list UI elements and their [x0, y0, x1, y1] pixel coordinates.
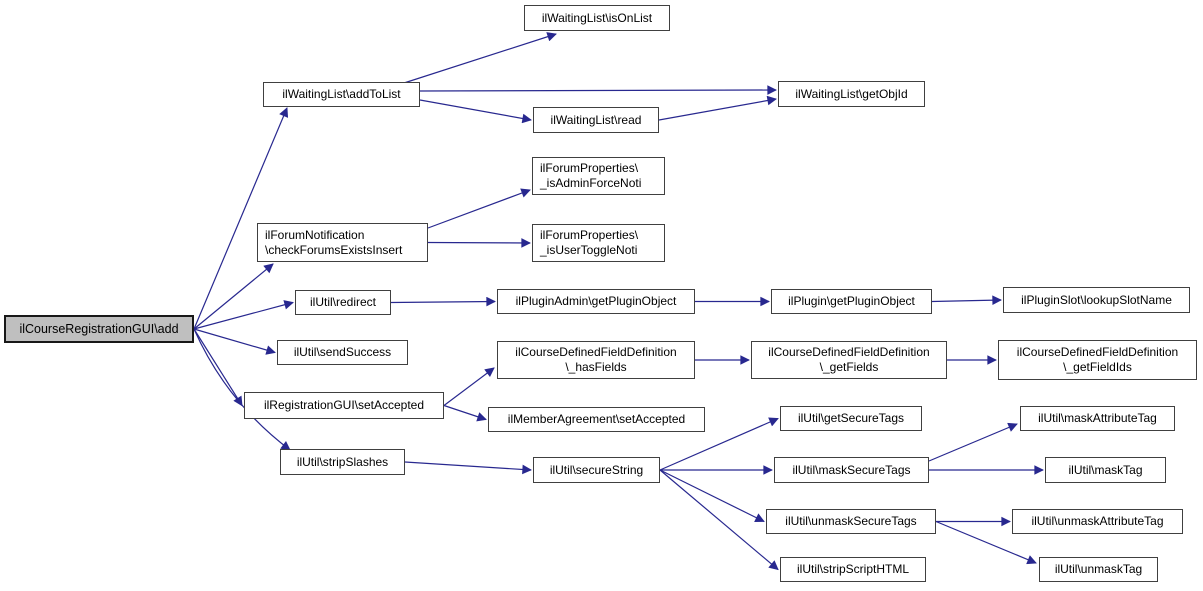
node-label: ilWaitingList\getObjId: [795, 86, 908, 101]
node-getobjid[interactable]: ilWaitingList\getObjId: [778, 81, 925, 107]
node-label: \_getFieldIds: [1063, 360, 1132, 374]
edge-securestring-to-unmasksecuretags: [659, 469, 765, 523]
node-pluginslot-lookupslotname[interactable]: ilPluginSlot\lookupSlotName: [1003, 287, 1190, 313]
node-label: ilForumProperties\: [540, 228, 639, 242]
node-label: \checkForumsExistsInsert: [265, 242, 403, 257]
edge-addtolist-to-read: [419, 99, 532, 124]
node-stripslashes[interactable]: ilUtil\stripSlashes: [280, 449, 405, 475]
node-label: ilUtil\maskSecureTags: [792, 462, 911, 477]
node-unmasktag[interactable]: ilUtil\unmaskTag: [1039, 557, 1158, 582]
node-isusertogglenoti[interactable]: ilForumProperties\_isUserToggleNoti: [532, 224, 665, 262]
node-label: _isAdminForceNoti: [540, 176, 642, 190]
edge-add-to-sendsuccess: [193, 328, 276, 355]
node-stripscripthtml[interactable]: ilUtil\stripScriptHTML: [780, 557, 926, 582]
edge-masksecuretags-to-maskattributetag: [928, 422, 1018, 462]
node-label: ilPluginSlot\lookupSlotName: [1021, 292, 1172, 307]
edge-add-to-checkforums: [193, 263, 274, 330]
node-label: ilUtil\maskTag: [1068, 462, 1143, 477]
edge-unmasksecuretags-to-unmasktag: [935, 520, 1037, 565]
node-label: ilUtil\unmaskTag: [1054, 562, 1143, 576]
node-isadminforcenoti[interactable]: ilForumProperties\_isAdminForceNoti: [532, 157, 665, 195]
node-label: ilCourseRegistrationGUI\add: [19, 321, 179, 336]
edge-setaccepted-to-memberagreement-setaccepted: [443, 404, 487, 422]
node-pluginadmin-getpluginobject[interactable]: ilPluginAdmin\getPluginObject: [497, 289, 695, 314]
node-hasfields[interactable]: ilCourseDefinedFieldDefinition\_hasField…: [497, 341, 695, 379]
node-label: ilUtil\secureString: [549, 462, 644, 477]
node-label: ilRegistrationGUI\setAccepted: [263, 398, 425, 412]
node-unmaskattributetag[interactable]: ilUtil\unmaskAttributeTag: [1012, 509, 1183, 534]
edge-addtolist-to-isonlist: [403, 32, 557, 84]
node-getfields[interactable]: ilCourseDefinedFieldDefinition\_getField…: [751, 341, 947, 379]
node-label: ilCourseDefinedFieldDefinition: [768, 345, 930, 359]
node-label: ilCourseDefinedFieldDefinition: [1016, 345, 1179, 359]
node-label: ilCourseDefinedFieldDefinition: [515, 345, 677, 359]
edge-checkforums-to-isadminforcenoti: [427, 188, 531, 229]
node-unmasksecuretags[interactable]: ilUtil\unmaskSecureTags: [766, 509, 936, 534]
node-label: _isUserToggleNoti: [540, 243, 638, 257]
node-label: ilPluginAdmin\getPluginObject: [515, 294, 677, 308]
node-checkforums[interactable]: ilForumNotification\checkForumsExistsIns…: [257, 223, 428, 262]
node-label: \_getFields: [819, 360, 879, 374]
edge-add-to-setaccepted: [193, 328, 243, 407]
node-label: ilWaitingList\isOnList: [541, 10, 653, 25]
node-label: ilUtil\sendSuccess: [293, 345, 392, 359]
edge-add-to-stripslashes: [193, 328, 291, 451]
node-getsecuretags[interactable]: ilUtil\getSecureTags: [780, 406, 922, 431]
node-securestring[interactable]: ilUtil\secureString: [533, 457, 660, 483]
node-label: ilForumProperties\: [540, 161, 639, 175]
node-sendsuccess[interactable]: ilUtil\sendSuccess: [277, 340, 408, 365]
node-setaccepted[interactable]: ilRegistrationGUI\setAccepted: [244, 392, 444, 419]
node-read[interactable]: ilWaitingList\read: [533, 107, 659, 133]
edge-setaccepted-to-hasfields: [443, 367, 495, 406]
node-plugin-getpluginobject[interactable]: ilPlugin\getPluginObject: [771, 289, 932, 314]
edge-plugin-getpluginobject-to-pluginslot-lookupslotname: [931, 295, 1002, 305]
edge-addtolist-to-getobjid: [419, 85, 777, 95]
node-masktag[interactable]: ilUtil\maskTag: [1045, 457, 1166, 483]
node-getfieldids[interactable]: ilCourseDefinedFieldDefinition\_getField…: [998, 340, 1197, 380]
root-node-add[interactable]: ilCourseRegistrationGUI\add: [4, 315, 194, 343]
edge-stripslashes-to-securestring: [404, 461, 532, 475]
node-memberagreement-setaccepted[interactable]: ilMemberAgreement\setAccepted: [488, 407, 705, 432]
node-label: ilUtil\unmaskSecureTags: [785, 514, 917, 528]
node-label: ilUtil\stripSlashes: [296, 454, 389, 469]
node-label: ilUtil\maskAttributeTag: [1038, 411, 1157, 425]
node-redirect[interactable]: ilUtil\redirect: [295, 290, 391, 315]
node-maskattributetag[interactable]: ilUtil\maskAttributeTag: [1020, 406, 1175, 431]
edge-checkforums-to-isusertogglenoti: [427, 238, 531, 248]
node-label: ilUtil\stripScriptHTML: [796, 562, 909, 576]
edge-add-to-redirect: [193, 300, 294, 330]
edge-add-to-addtolist: [193, 107, 289, 330]
node-label: ilPlugin\getPluginObject: [788, 294, 915, 308]
node-masksecuretags[interactable]: ilUtil\maskSecureTags: [774, 457, 929, 483]
node-label: ilForumNotification: [265, 227, 365, 242]
node-label: ilWaitingList\addToList: [282, 87, 401, 101]
edge-redirect-to-pluginadmin-getpluginobject: [390, 296, 496, 307]
node-addtolist[interactable]: ilWaitingList\addToList: [263, 82, 420, 107]
edge-securestring-to-stripscripthtml: [659, 469, 779, 571]
node-isonlist[interactable]: ilWaitingList\isOnList: [524, 5, 670, 31]
edge-read-to-getobjid: [658, 95, 777, 121]
node-label: ilUtil\unmaskAttributeTag: [1031, 514, 1164, 528]
edge-securestring-to-getsecuretags: [659, 417, 779, 471]
node-label: ilUtil\getSecureTags: [797, 411, 905, 425]
node-label: ilWaitingList\read: [550, 112, 642, 127]
node-label: ilMemberAgreement\setAccepted: [507, 412, 686, 426]
node-label: \_hasFields: [565, 360, 627, 374]
node-label: ilUtil\redirect: [309, 295, 376, 309]
